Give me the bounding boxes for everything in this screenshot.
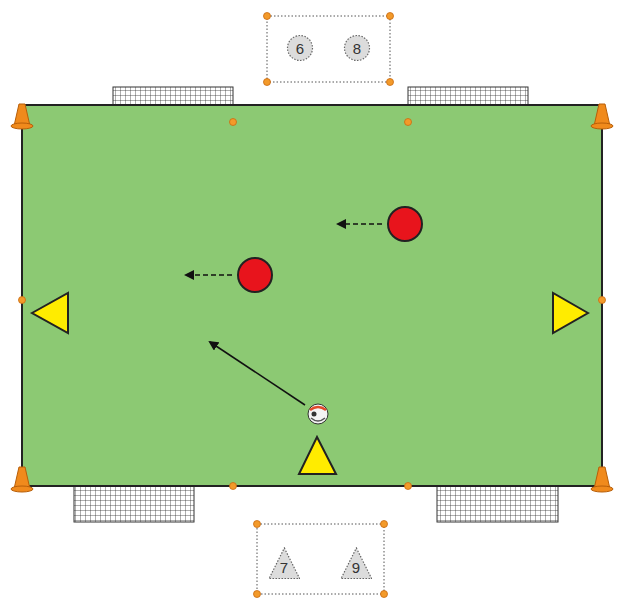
ball	[308, 404, 328, 424]
field	[22, 105, 602, 486]
sub-area	[267, 16, 390, 82]
goal	[437, 486, 558, 522]
sub-area	[257, 524, 384, 594]
run-arrows	[186, 224, 382, 405]
yellow-players	[32, 293, 588, 474]
player-triangle: 9	[340, 547, 373, 580]
player-number: 6	[296, 41, 304, 56]
player-number: 7	[280, 560, 288, 575]
player-number: 8	[353, 41, 361, 56]
player-triangle: 7	[268, 547, 301, 580]
player-number: 9	[352, 560, 360, 575]
marker-dots	[19, 13, 606, 598]
goal	[74, 486, 194, 522]
corner-cones	[11, 104, 613, 492]
player-circle: 8	[343, 34, 371, 62]
player-circle: 6	[286, 34, 314, 62]
red-players	[238, 207, 422, 292]
